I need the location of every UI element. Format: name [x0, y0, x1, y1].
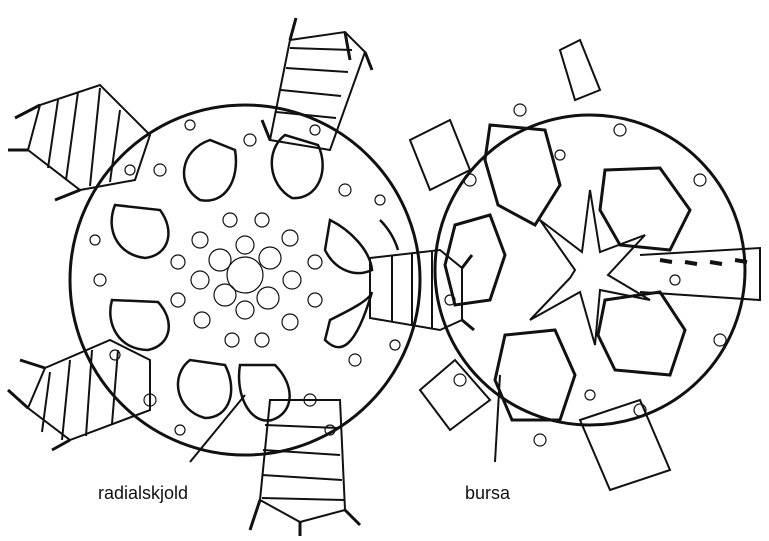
- dorsal-arm-top: [262, 18, 372, 150]
- ventral-disc-outline: [435, 115, 745, 425]
- dorsal-view: [8, 18, 474, 536]
- dorsal-disc-scales: [90, 120, 400, 435]
- bursal-plates: [445, 125, 690, 420]
- dorsal-arm-left-upper: [8, 85, 150, 200]
- oral-mouth: [530, 190, 650, 345]
- dorsal-arm-right: [370, 250, 474, 330]
- radialskjold-label: radialskjold: [98, 483, 188, 503]
- radial-shields: [110, 135, 398, 421]
- dorsal-arm-left-lower: [8, 340, 150, 450]
- bursa-label: bursa: [465, 483, 511, 503]
